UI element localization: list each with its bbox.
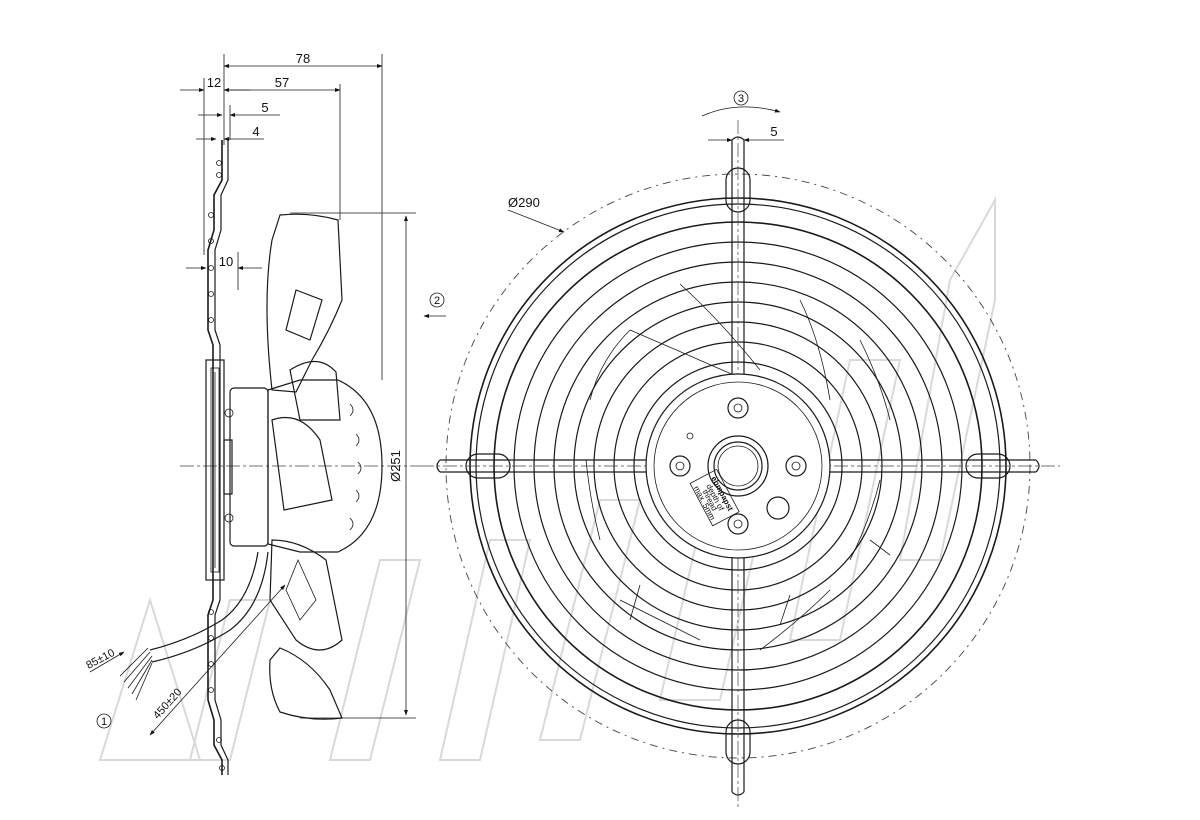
side-view: 78 12 57 5 4 <box>84 51 446 775</box>
dim-5-label: 5 <box>261 100 268 115</box>
hub-slots <box>349 403 362 531</box>
dim-10-label: 10 <box>219 254 233 269</box>
dim-57-label: 57 <box>275 75 289 90</box>
hub-cap <box>267 379 383 553</box>
motor-rotor <box>229 387 269 547</box>
rotation-callout-label: 3 <box>738 93 744 105</box>
airflow-callout-label: 2 <box>434 295 440 307</box>
dim-57: 57 <box>224 75 341 220</box>
dim-290: Ø290 <box>507 195 565 233</box>
motor-shaft-stub <box>223 439 233 495</box>
dim-4-label: 4 <box>252 124 259 139</box>
dim-10: 10 <box>186 252 262 290</box>
dim-12: 12 <box>180 75 250 255</box>
dim-290-label: Ø290 <box>508 195 540 210</box>
dim-12-label: 12 <box>207 75 221 90</box>
dim-251: Ø251 <box>290 212 416 719</box>
dim-450-label: 450±20 <box>151 686 184 721</box>
dim-4: 4 <box>196 124 264 141</box>
impeller-blades-side <box>266 213 343 720</box>
dim-spoke-5-label: 5 <box>770 124 777 139</box>
dim-78-label: 78 <box>296 51 310 66</box>
airflow-callout: 2 <box>423 292 446 318</box>
dim-spoke-5: 5 <box>708 124 784 142</box>
front-view: ebmpapst depth of thread max. 5mm Ø290 3… <box>420 90 1060 810</box>
guard-wire-profile <box>207 140 223 775</box>
dim-251-label: Ø251 <box>388 450 403 482</box>
dim-78: 78 <box>223 51 383 380</box>
rotation-callout: 3 <box>701 90 781 117</box>
dim-5: 5 <box>198 100 280 140</box>
dim-85-label: 85±10 <box>84 647 117 672</box>
cable-callout: 1 <box>96 713 112 729</box>
motor-hub-front <box>645 373 831 559</box>
cable-callout-label: 1 <box>101 716 107 728</box>
cable <box>89 551 286 736</box>
